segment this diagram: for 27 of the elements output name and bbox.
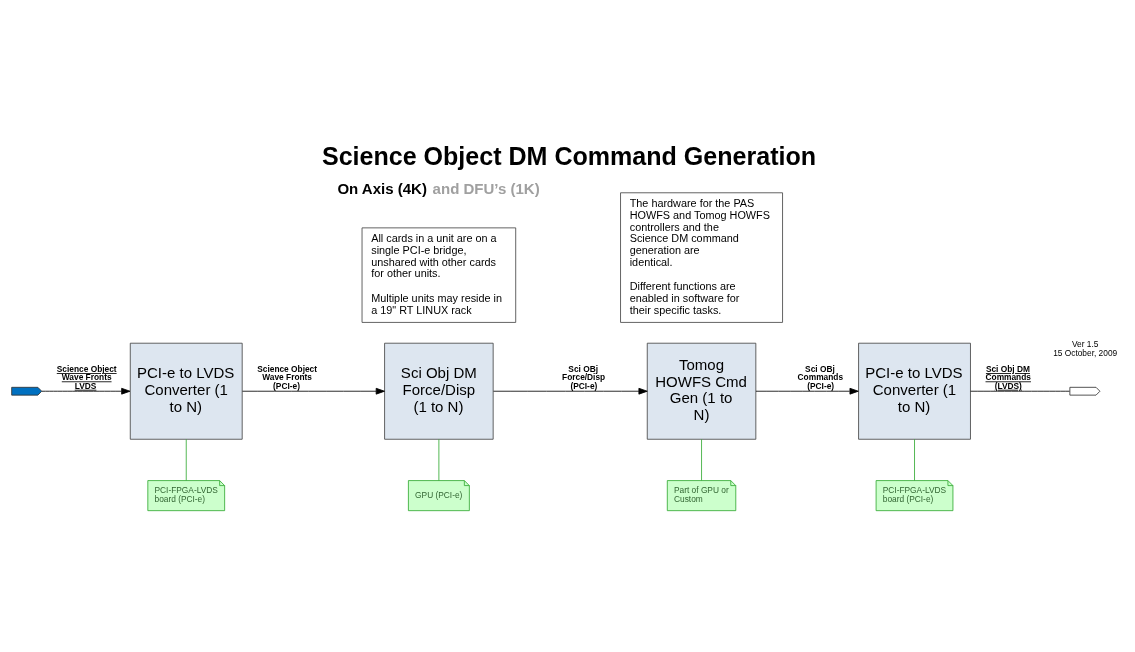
edge-label: Sci OBj Commands (PCI-e) — [797, 363, 844, 391]
connector — [914, 438, 915, 481]
arrow — [493, 387, 648, 395]
edge-label: Science Object Wave Fronts (PCI-e) — [257, 363, 318, 391]
node-box: The hardware for the PAS HOWFS and Tomog HOWFS controllers and the Science DM command generation are identical. Different functions are enabled in software for their specific tasks. — [620, 191, 783, 323]
connector — [970, 390, 1070, 392]
edge-label: Sci OBj Force/Disp (PCI-e) — [562, 363, 606, 391]
arrow — [41, 387, 131, 395]
edge-label: Science Object Wave Fronts LVDS — [56, 363, 117, 391]
node-tag — [11, 386, 43, 396]
node-box: All cards in a unit are on a single PCI-e bridge, unshared with other cards for other units. Multiple units may reside in a 19" RT LINUX rack — [361, 226, 517, 323]
node-box: PCI-e to LVDS Converter (1 to N) — [858, 342, 971, 440]
label: 15 October, 2009 — [1053, 347, 1118, 358]
connector — [438, 438, 440, 481]
label: and DFU’s (1K) — [432, 179, 540, 197]
node-tag — [1069, 386, 1101, 396]
node-box: Sci Obj DM Force/Disp (1 to N) — [384, 342, 494, 440]
arrow — [242, 387, 385, 395]
arrow — [755, 387, 859, 395]
node-box: PCI-e to LVDS Converter (1 to N) — [129, 342, 243, 440]
node-box: Tomog HOWFS Cmd Gen (1 to N) — [646, 342, 757, 440]
edge-label: Sci Obj DM Commands (LVDS) — [985, 363, 1031, 391]
diagram-title: Science Object DM Command Generation — [321, 141, 817, 170]
label: On Axis (4K) — [337, 179, 427, 197]
label: Ver 1.5 — [1071, 338, 1099, 349]
connector — [701, 438, 702, 481]
connector — [185, 438, 187, 481]
